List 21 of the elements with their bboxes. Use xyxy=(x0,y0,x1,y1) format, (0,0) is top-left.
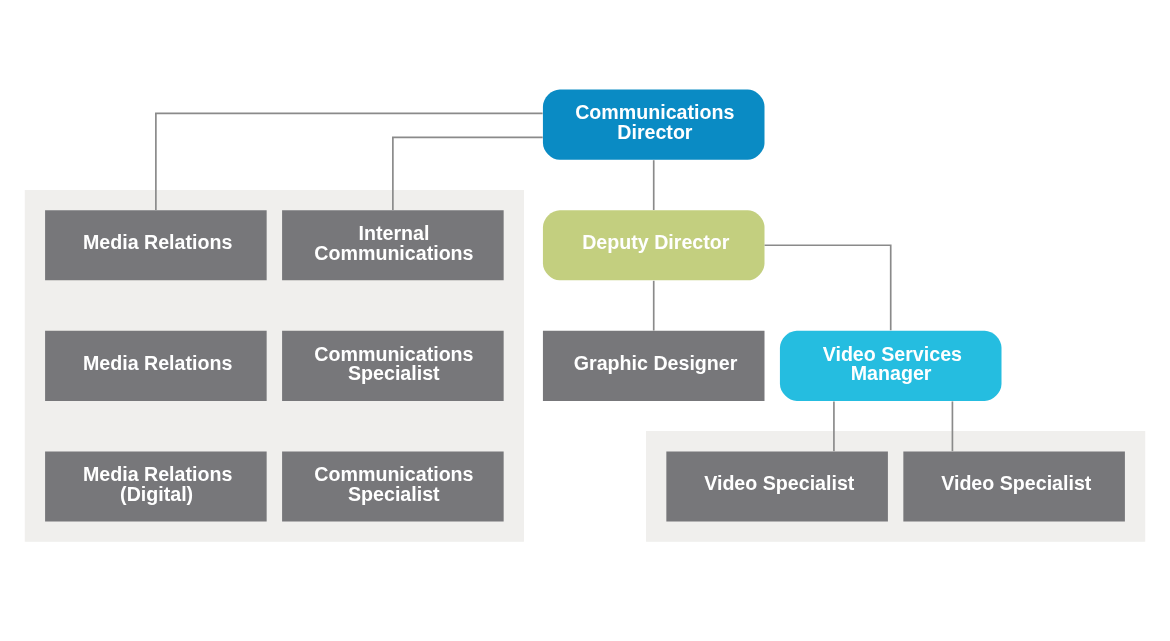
node-box: Video Services Manager xyxy=(779,330,1002,401)
node-box: Deputy Director xyxy=(542,209,765,280)
node-box: Communications Director xyxy=(542,89,765,160)
node-box: Media Relations xyxy=(45,209,267,280)
connector xyxy=(652,279,655,331)
connector xyxy=(833,400,835,452)
node-box: Graphic Designer xyxy=(542,330,765,401)
connector xyxy=(763,243,892,331)
node-box: Internal Communications xyxy=(282,209,504,280)
node-box: Media Relations xyxy=(45,330,267,401)
connector xyxy=(155,112,544,211)
connector xyxy=(392,135,544,211)
cluster xyxy=(24,189,524,542)
connector xyxy=(951,400,954,452)
node-box: Communications Specialist xyxy=(282,450,504,522)
node-box: Video Specialist xyxy=(903,450,1125,522)
connector xyxy=(652,158,655,211)
node-box: Media Relations (Digital) xyxy=(45,450,267,522)
cluster xyxy=(646,430,1146,542)
node-box: Video Specialist xyxy=(666,450,888,522)
node-box: Communications Specialist xyxy=(282,330,504,401)
